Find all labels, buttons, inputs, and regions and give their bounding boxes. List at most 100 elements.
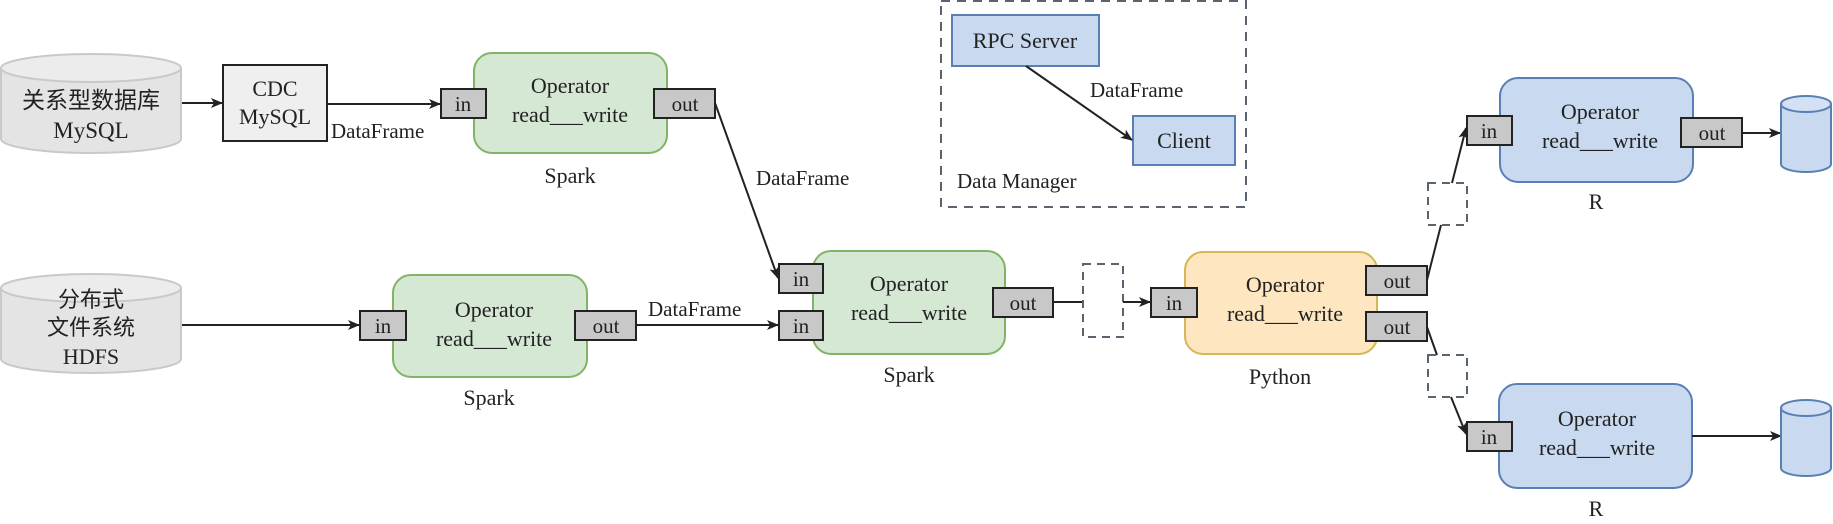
port-label: out xyxy=(1384,269,1411,293)
sink-database-bottom[interactable] xyxy=(1780,399,1832,477)
out-port[interactable]: out xyxy=(574,310,637,341)
spark-operator-bottom[interactable]: Operator read___write Spark xyxy=(392,274,588,410)
mysql-source[interactable]: 关系型数据库 MySQL xyxy=(0,53,182,154)
operator-title: Operator xyxy=(1561,99,1640,124)
in-port[interactable]: in xyxy=(1466,115,1513,146)
data-manager-border xyxy=(940,0,1247,208)
operator-subtitle: read___write xyxy=(512,102,628,127)
port-label: in xyxy=(1481,425,1498,449)
operator-title: Operator xyxy=(531,73,610,98)
rpc-to-client-edge-label: DataFrame xyxy=(1090,78,1183,102)
database-icon-top xyxy=(0,53,182,83)
port-box xyxy=(778,263,824,294)
in-port[interactable]: in xyxy=(778,310,824,341)
engine-label-python: Python xyxy=(1249,364,1311,389)
port-label: out xyxy=(1699,121,1726,145)
database-icon-top xyxy=(0,273,182,303)
buffer-placeholder xyxy=(1082,263,1124,338)
port-box xyxy=(778,310,824,341)
database-icon xyxy=(0,288,182,374)
port-box xyxy=(1466,115,1513,146)
port-box xyxy=(1365,311,1428,342)
buffer-to-r-bottom-edge xyxy=(1450,396,1467,435)
in-port[interactable]: in xyxy=(440,88,487,119)
port-box xyxy=(1680,117,1743,148)
port-box xyxy=(1150,287,1198,318)
operator-subtitle: read___write xyxy=(851,300,967,325)
out-port[interactable]: out xyxy=(653,88,716,119)
in-port[interactable]: in xyxy=(778,263,824,294)
port-label: in xyxy=(375,314,392,338)
client-label: Client xyxy=(1157,128,1211,153)
engine-label-r: R xyxy=(1589,496,1604,521)
out-port[interactable]: out xyxy=(1680,117,1743,148)
operator-title: Operator xyxy=(870,271,949,296)
data-manager-group: RPC Server Client DataFrame Data Manager xyxy=(940,0,1247,208)
port-label: in xyxy=(1481,119,1498,143)
operator-subtitle: read___write xyxy=(1542,128,1658,153)
hdfs-source-line2: 文件系统 xyxy=(47,315,135,340)
operator-subtitle: read___write xyxy=(436,326,552,351)
port-label: in xyxy=(1166,291,1183,315)
r-operator-top[interactable]: Operator read___write R xyxy=(1499,77,1694,214)
port-box xyxy=(992,287,1054,318)
port-label: out xyxy=(593,314,620,338)
cdc-label-line2: MySQL xyxy=(239,104,311,129)
data-manager-label: Data Manager xyxy=(957,169,1077,193)
spark-bottom-to-mid-edge-label: DataFrame xyxy=(648,297,741,321)
spark-operator-middle[interactable]: Operator read___write Spark xyxy=(812,250,1006,387)
port-label: out xyxy=(672,92,699,116)
operator-subtitle: read___write xyxy=(1227,301,1343,326)
operator-title: Operator xyxy=(1558,406,1637,431)
python-to-buffer-bottom-edge xyxy=(1426,326,1438,356)
hdfs-source[interactable]: 分布式 文件系统 HDFS xyxy=(0,273,182,374)
in-port[interactable]: in xyxy=(1466,421,1513,452)
cdc-label-line1: CDC xyxy=(252,76,297,101)
database-icon xyxy=(0,68,182,154)
engine-label-spark: Spark xyxy=(883,362,934,387)
hdfs-source-line3: HDFS xyxy=(63,344,119,369)
python-operator[interactable]: Operator read___write Python xyxy=(1184,251,1378,389)
port-box xyxy=(1466,421,1513,452)
engine-label-spark: Spark xyxy=(544,163,595,188)
rpc-server-label: RPC Server xyxy=(973,28,1078,53)
spark-top-to-mid-edge-label: DataFrame xyxy=(756,166,849,190)
operator-subtitle: read___write xyxy=(1539,435,1655,460)
port-box xyxy=(653,88,716,119)
port-label: out xyxy=(1010,291,1037,315)
buffer-placeholder xyxy=(1427,182,1468,226)
spark-top-to-mid-edge xyxy=(714,102,779,279)
buffer-to-r-top-edge xyxy=(1451,127,1469,184)
out-port[interactable]: out xyxy=(992,287,1054,318)
database-icon-top xyxy=(1780,95,1832,113)
port-box xyxy=(359,310,407,341)
engine-label-r: R xyxy=(1589,189,1604,214)
database-icon xyxy=(1780,408,1832,477)
spark-operator-top[interactable]: Operator read___write Spark xyxy=(473,52,668,188)
in-port[interactable]: in xyxy=(359,310,407,341)
client-box[interactable] xyxy=(1132,115,1236,166)
python-to-buffer-top-edge xyxy=(1426,224,1442,281)
cdc-to-spark-edge-label: DataFrame xyxy=(331,119,424,143)
port-label: out xyxy=(1384,315,1411,339)
r-operator-bottom[interactable]: Operator read___write R xyxy=(1498,383,1693,521)
rpc-server-box[interactable] xyxy=(951,14,1100,67)
hdfs-source-line1: 分布式 xyxy=(58,287,124,312)
cdc-box xyxy=(222,64,328,142)
cdc-mysql-node[interactable]: CDC MySQL xyxy=(222,64,328,142)
database-icon xyxy=(1780,104,1832,173)
port-box xyxy=(440,88,487,119)
port-label: in xyxy=(455,92,472,116)
in-port[interactable]: in xyxy=(1150,287,1198,318)
port-box xyxy=(1365,265,1428,296)
out-port[interactable]: out xyxy=(1365,265,1428,296)
port-label: in xyxy=(793,314,810,338)
operator-title: Operator xyxy=(455,297,534,322)
sink-database-top[interactable] xyxy=(1780,95,1832,173)
rpc-to-client-edge xyxy=(1025,65,1133,141)
out-port[interactable]: out xyxy=(1365,311,1428,342)
operator-title: Operator xyxy=(1246,272,1325,297)
port-box xyxy=(574,310,637,341)
engine-label-spark: Spark xyxy=(463,385,514,410)
